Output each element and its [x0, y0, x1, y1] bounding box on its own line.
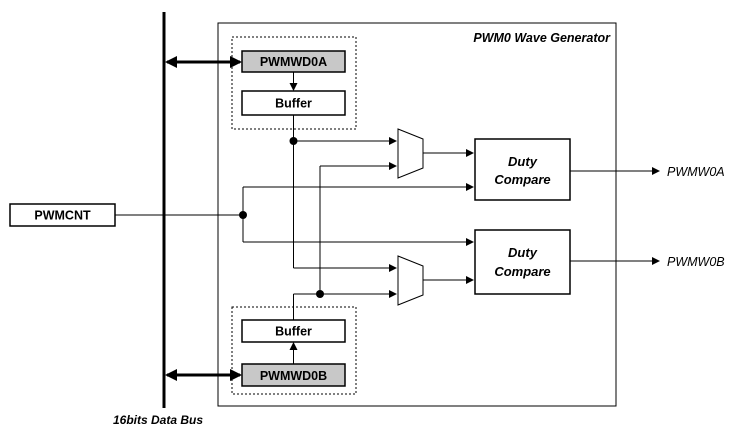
buffer-b-label: Buffer [275, 325, 312, 339]
buffer-a-label: Buffer [275, 97, 312, 111]
wave-generator-box [217, 22, 617, 407]
mux-b [397, 255, 424, 306]
pwmwd0b-label: PWMWD0B [260, 369, 327, 383]
duty-compare-a-line2: Compare [494, 172, 550, 187]
duty-compare-b-line1: Duty [508, 245, 538, 260]
buffer-a [241, 90, 346, 116]
duty-compare-a-line1: Duty [508, 154, 538, 169]
duty-compare-b [474, 229, 571, 295]
data-bus-label: 16bits Data Bus [113, 413, 203, 426]
duty-compare-b-line2: Compare [494, 264, 550, 279]
pwmcnt-label: PWMCNT [34, 209, 91, 223]
output-pwmw0a-label: PWMW0A [667, 165, 725, 179]
pwmwd0a-label: PWMWD0A [260, 55, 327, 69]
output-pwmw0b-label: PWMW0B [667, 255, 725, 269]
wave-generator-title: PWM0 Wave Generator [473, 31, 611, 45]
duty-compare-a [474, 138, 571, 201]
mux-a [397, 128, 424, 179]
